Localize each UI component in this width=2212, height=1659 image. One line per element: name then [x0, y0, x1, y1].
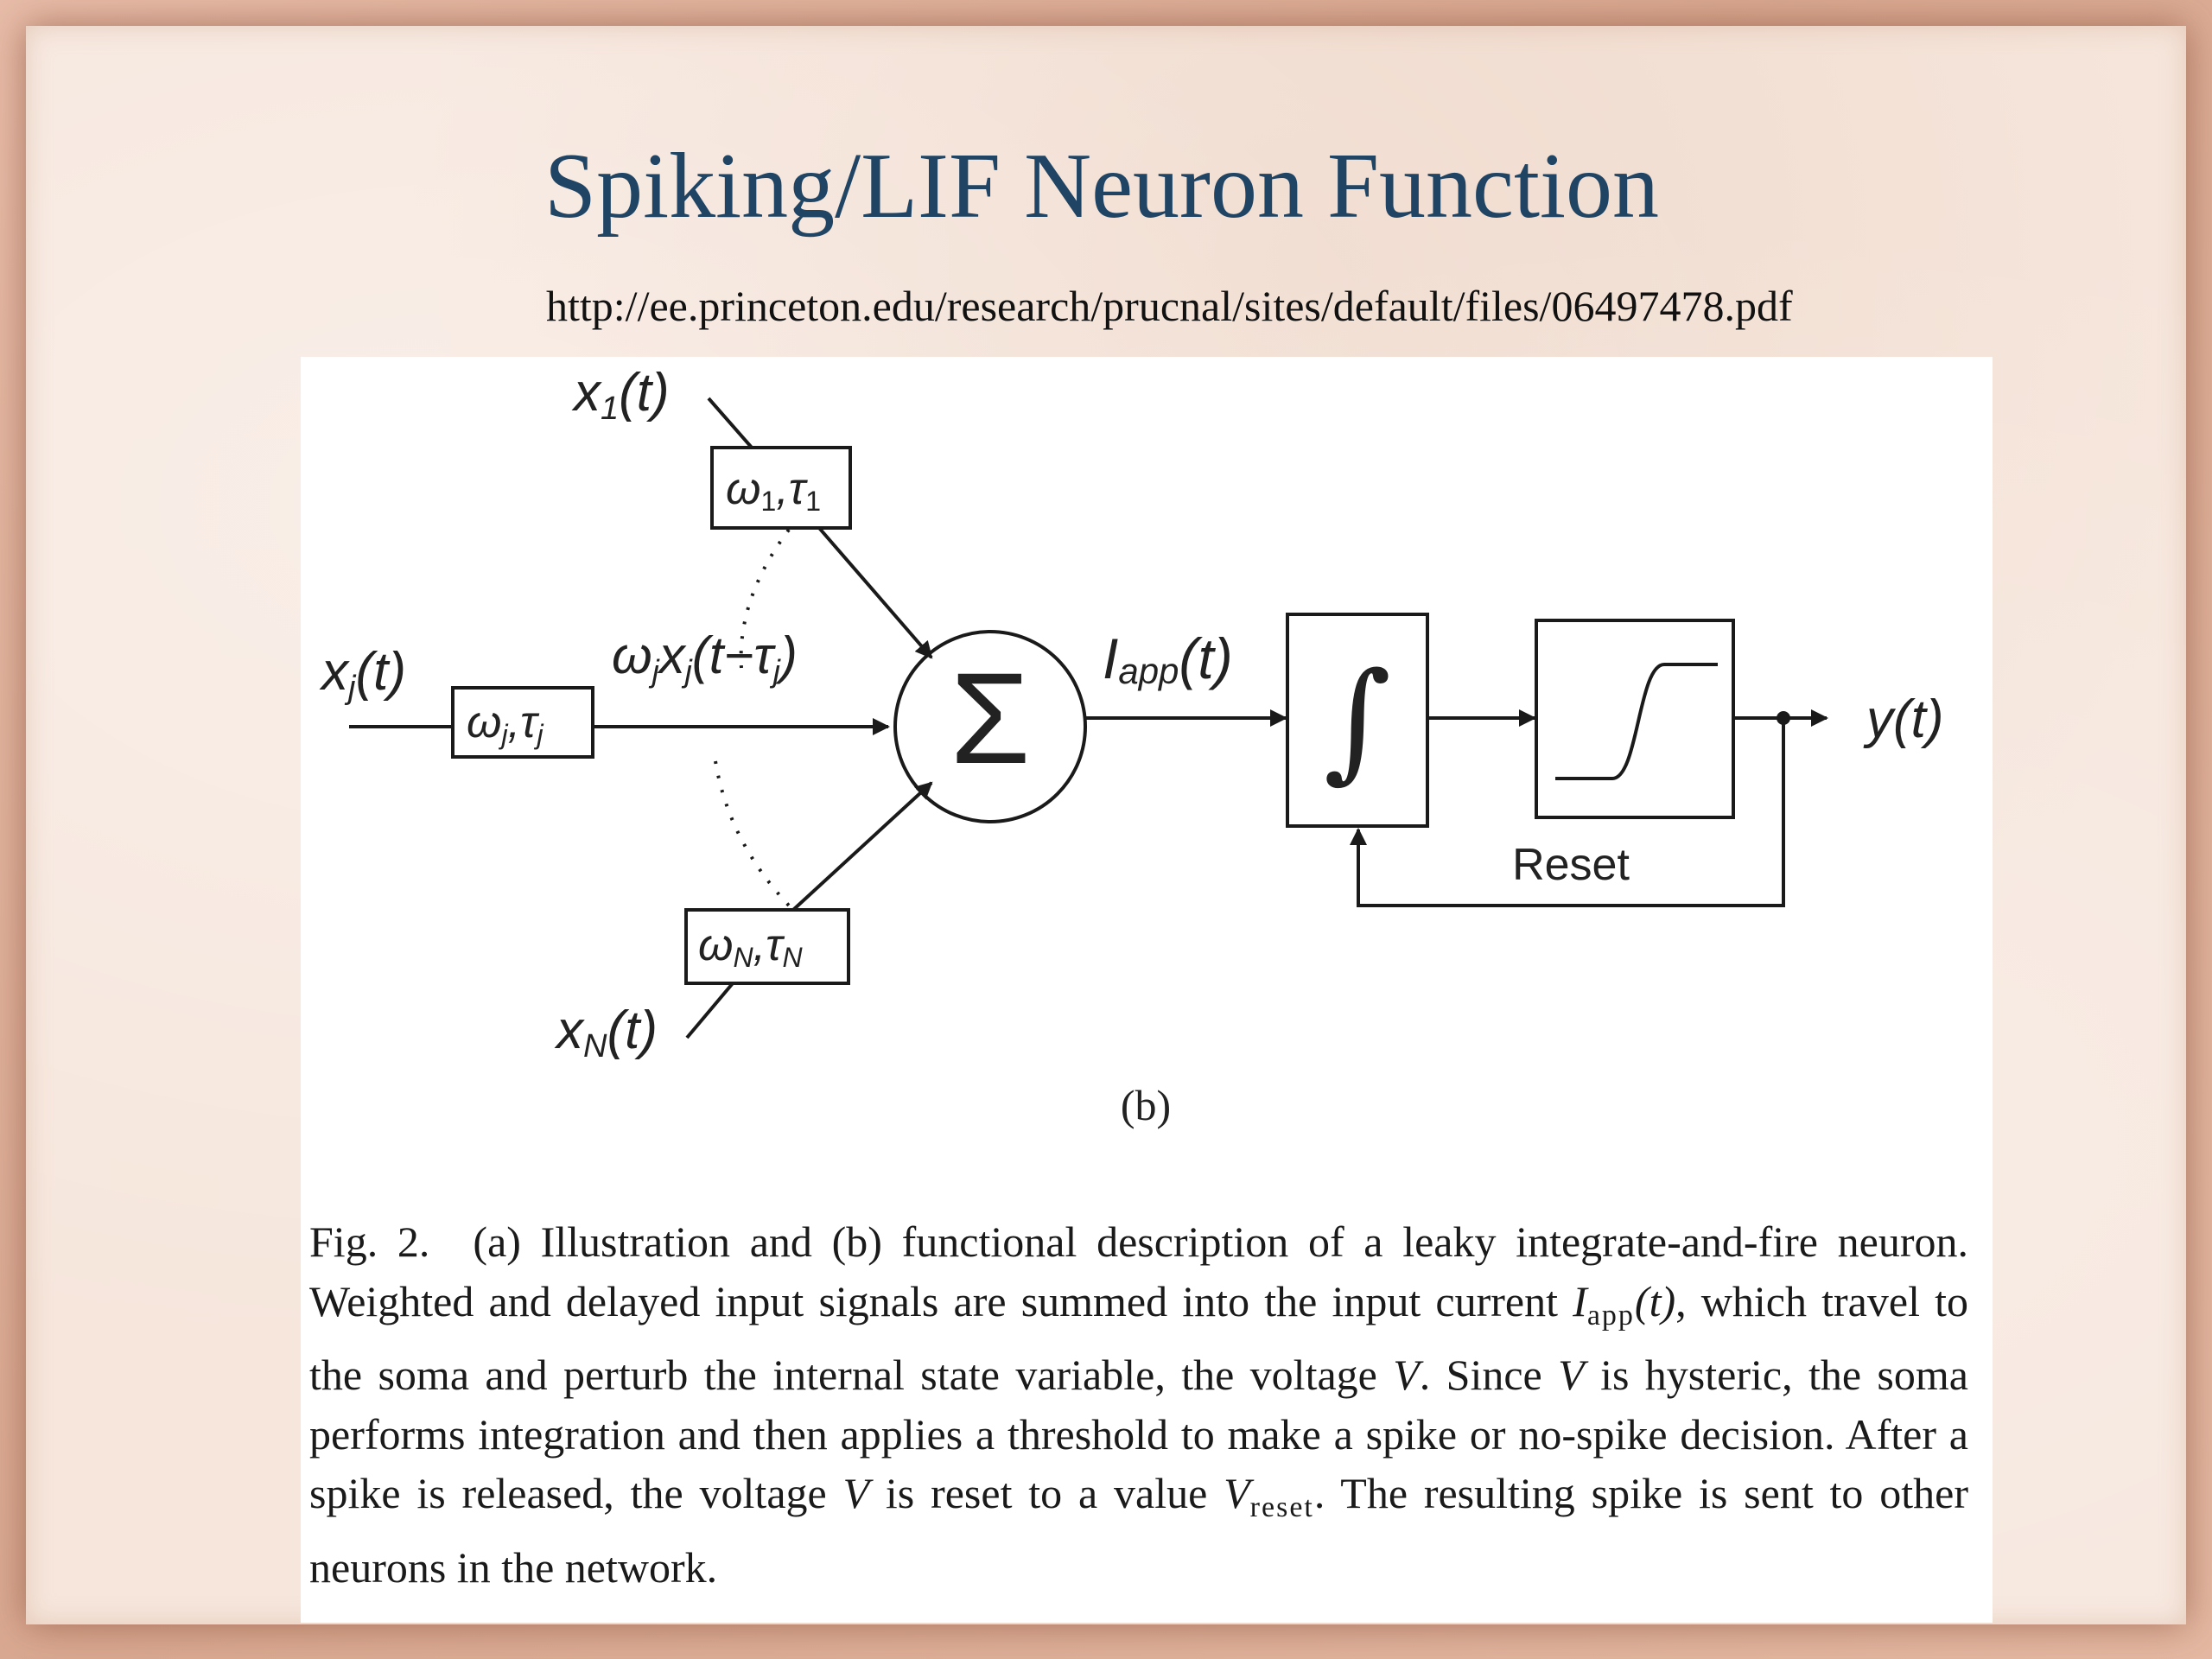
output-label: y(t) — [1863, 690, 1944, 749]
caption-V2: V — [1558, 1351, 1585, 1399]
slide: Spiking/LIF Neuron Function http://ee.pr… — [26, 26, 2186, 1624]
current-label: Iapp(t) — [1103, 626, 1233, 691]
threshold-curve — [1555, 663, 1718, 780]
weight-box-1 — [710, 446, 852, 530]
threshold-box — [1535, 619, 1735, 819]
caption-text-6: . The resulting spike is sent to other n… — [309, 1469, 1968, 1592]
label-xj: xj(t) — [319, 642, 406, 706]
caption-V4: V — [1224, 1469, 1250, 1517]
label-x1: x1(t) — [571, 363, 670, 427]
dotted-connector-upper — [739, 528, 791, 669]
caption-I-sub: app — [1586, 1299, 1635, 1332]
caption-V1: V — [1393, 1351, 1420, 1399]
reset-label: Reset — [1512, 840, 1630, 890]
weight-box-j — [451, 686, 594, 759]
caption-I: I — [1573, 1276, 1587, 1325]
figure-caption: Fig. 2.(a) Illustration and (b) function… — [309, 1212, 1968, 1597]
weighted-signal-label: ωjxj(t−τj) — [612, 626, 798, 689]
dotted-connector-lower — [714, 760, 791, 907]
input-1-arrow — [817, 526, 933, 659]
caption-V3: V — [842, 1469, 870, 1517]
caption-text-4: is hysteric, the soma performs integrati… — [309, 1351, 1968, 1517]
reset-feedback-line — [1350, 718, 1785, 907]
caption-fig-number: Fig. 2. — [309, 1217, 430, 1266]
sum-symbol: Σ — [950, 645, 1031, 791]
caption-text-3: . Since — [1419, 1351, 1559, 1399]
lif-neuron-diagram: x1(t) xj(t) xN(t) ω1,τ1 ωj,τj — [319, 363, 1944, 1129]
summing-junction — [893, 630, 1087, 823]
input-N-line-a — [685, 982, 734, 1039]
label-xN: xN(t) — [554, 1001, 658, 1065]
source-url[interactable]: http://ee.princeton.edu/research/prucnal… — [546, 282, 1793, 330]
weight-label-j: ωj,τj — [467, 697, 544, 750]
panel-label: (b) — [1121, 1081, 1171, 1129]
caption-text-5: is reset to a value — [869, 1469, 1224, 1517]
caption-V4-sub: reset — [1249, 1491, 1314, 1523]
output-junction-dot — [1777, 711, 1790, 725]
weight-box-N — [684, 908, 850, 985]
integrator-box — [1286, 613, 1429, 828]
weight-label-N: ωN,τN — [698, 920, 804, 973]
caption-text-1: (a) Illustration and (b) functional desc… — [309, 1217, 1969, 1325]
figure: x1(t) xj(t) xN(t) ω1,τ1 ωj,τj — [301, 357, 1993, 1623]
caption-t-arg: (t) — [1634, 1276, 1676, 1325]
weight-label-1: ω1,τ1 — [726, 464, 821, 517]
slide-title: Spiking/LIF Neuron Function — [544, 135, 1659, 238]
input-N-arrow — [791, 781, 933, 912]
integrator-symbol: ∫ — [1324, 645, 1391, 796]
caption-text-2: , which travel to the soma and perturb t… — [309, 1276, 1969, 1400]
input-1-line-a — [707, 397, 753, 449]
